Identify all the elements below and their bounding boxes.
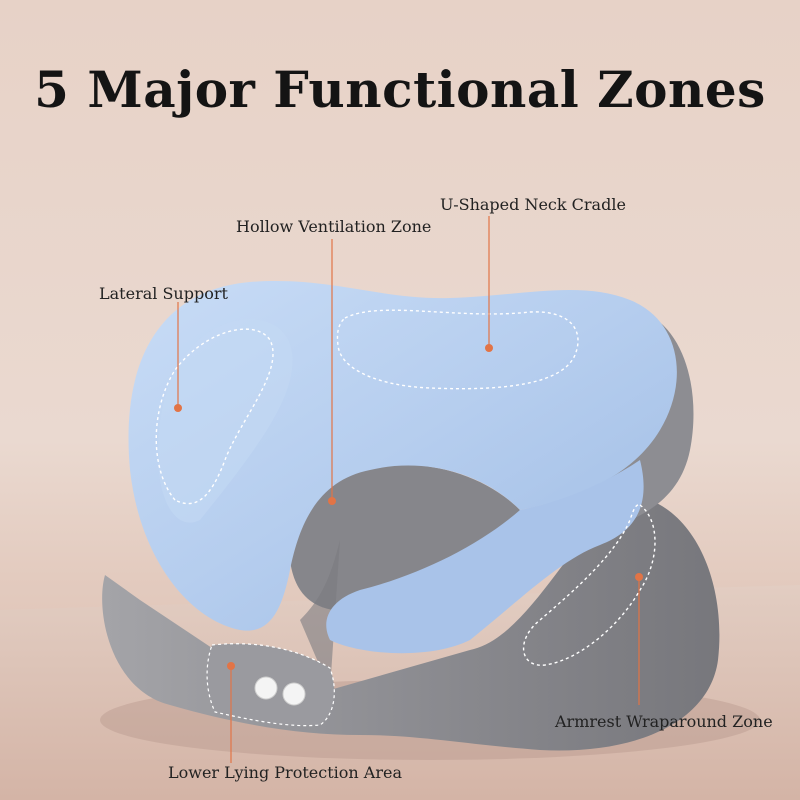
snap-button-left	[254, 676, 278, 700]
zone-outline-lateral	[155, 328, 274, 505]
blue-right-arm	[326, 460, 644, 654]
label-lateral: Lateral Support	[99, 284, 228, 303]
gray-hollow	[290, 464, 520, 611]
label-neck-cradle: U-Shaped Neck Cradle	[440, 195, 626, 214]
snap-button-right	[282, 682, 306, 706]
page-title: 5 Major Functional Zones	[34, 60, 766, 119]
label-armrest: Armrest Wraparound Zone	[555, 712, 773, 731]
label-lower: Lower Lying Protection Area	[168, 763, 402, 782]
callout-markers	[174, 216, 643, 763]
zone-outline-cradle	[336, 309, 579, 390]
label-ventilation: Hollow Ventilation Zone	[236, 217, 432, 236]
